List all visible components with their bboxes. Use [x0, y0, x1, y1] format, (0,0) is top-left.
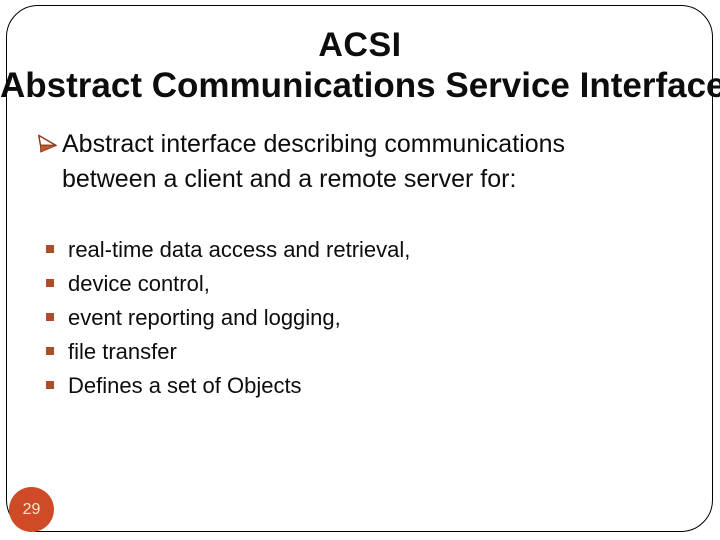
list-item: file transfer	[46, 335, 606, 369]
sub-bullet-text: device control,	[68, 271, 210, 296]
sub-bullet-text: Defines a set of Objects	[68, 373, 302, 398]
page-number: 29	[22, 500, 41, 518]
lead-bullet: Abstract interface describing communicat…	[36, 127, 621, 197]
square-bullet-icon	[46, 245, 54, 253]
square-bullet-icon	[46, 381, 54, 389]
square-bullet-icon	[46, 313, 54, 321]
sub-bullet-text: real-time data access and retrieval,	[68, 237, 411, 262]
lead-bullet-text: Abstract interface describing communicat…	[62, 130, 566, 193]
square-bullet-icon	[46, 279, 54, 287]
page-subtitle: Abstract Communications Service Interfac…	[0, 66, 720, 105]
list-item: Defines a set of Objects	[46, 369, 606, 403]
sub-bullet-text: event reporting and logging,	[68, 305, 341, 330]
list-item: event reporting and logging,	[46, 301, 606, 335]
square-bullet-icon	[46, 347, 54, 355]
page-number-badge: 29	[9, 487, 54, 532]
slide-border	[6, 5, 713, 532]
bullet-list: real-time data access and retrieval, dev…	[46, 233, 606, 403]
sub-bullet-text: file transfer	[68, 339, 177, 364]
list-item: device control,	[46, 267, 606, 301]
page-title: ACSI	[318, 26, 402, 64]
arrow-bullet-icon	[35, 133, 59, 156]
list-item: real-time data access and retrieval,	[46, 233, 606, 267]
